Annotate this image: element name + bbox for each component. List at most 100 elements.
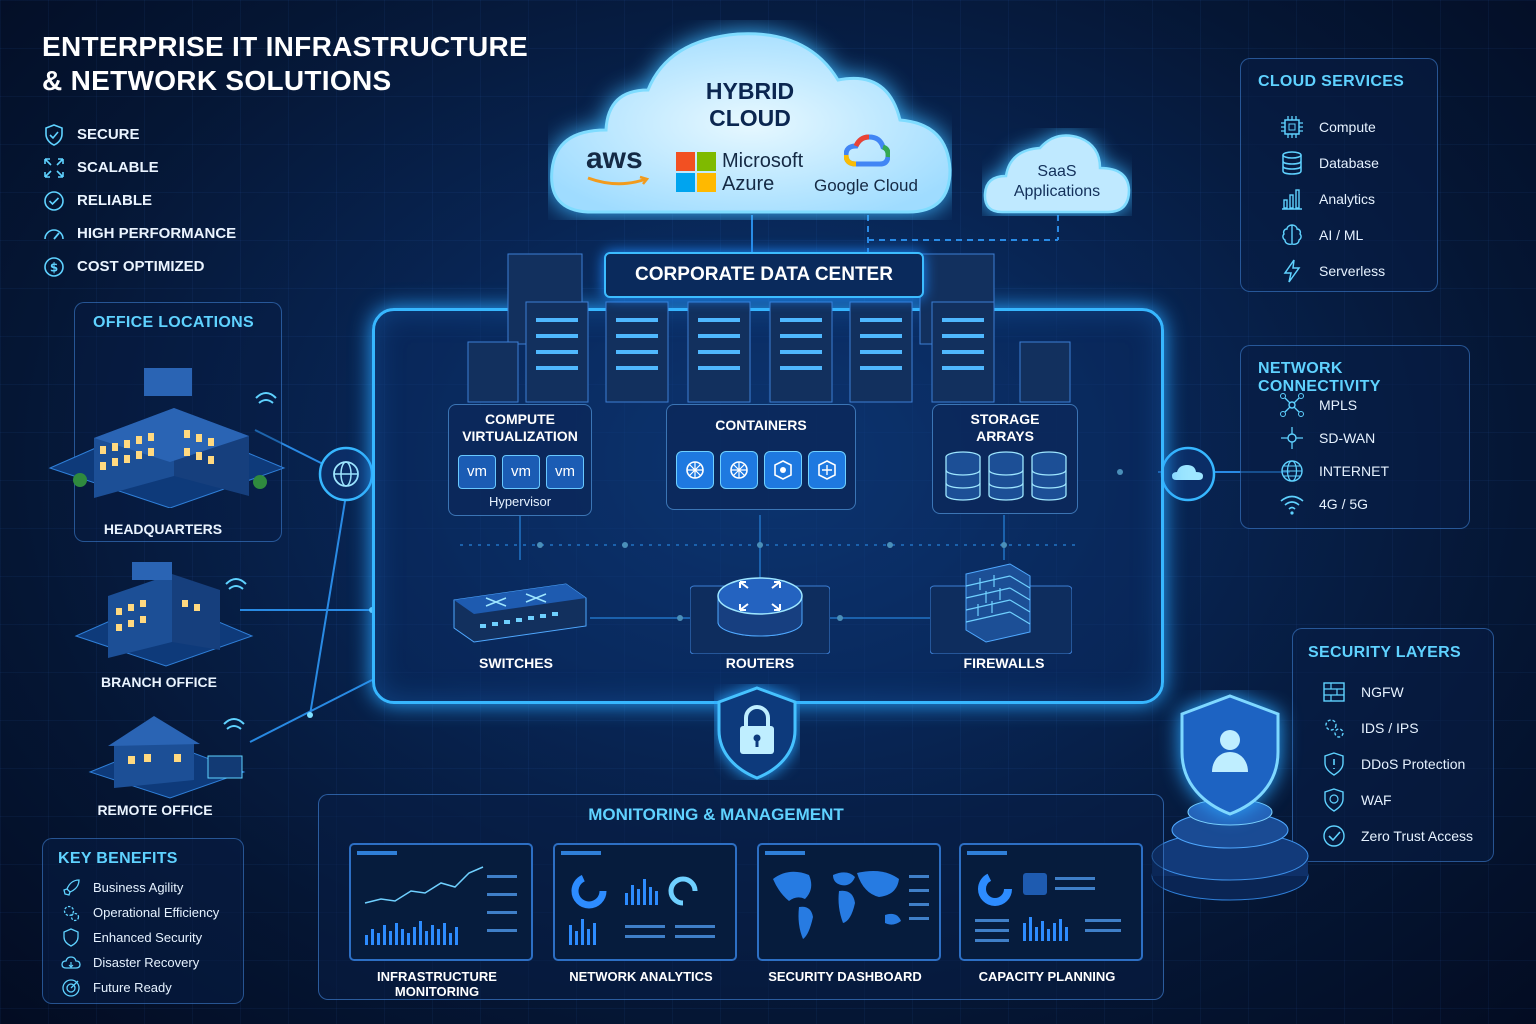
benefit-label: Future Ready — [93, 980, 172, 995]
compute-title-line1: COMPUTE — [485, 411, 555, 427]
benefit-item: Business Agility — [61, 875, 219, 900]
connectivity-item: MPLS — [1279, 388, 1389, 421]
web-shield-icon — [1324, 788, 1344, 812]
office-locations-title: OFFICE LOCATIONS — [93, 314, 254, 331]
connectivity-label: 4G / 5G — [1319, 495, 1369, 512]
shield-icon — [1324, 752, 1344, 776]
sd-wan-icon — [1281, 426, 1303, 449]
router-icon — [690, 577, 830, 654]
lightning-icon — [1283, 259, 1301, 283]
globe-hub-icon — [318, 446, 374, 502]
kubernetes-icon — [676, 451, 714, 489]
connectivity-label: SD-WAN — [1319, 429, 1376, 446]
security-layers-title: SECURITY LAYERS — [1308, 644, 1461, 661]
cpu-chip-icon — [1281, 116, 1303, 138]
security-label: NGFW — [1361, 684, 1404, 700]
monitoring-management-panel: MONITORING & MANAGEMENT — [318, 794, 1164, 1000]
security-layers-panel: SECURITY LAYERS NGFW IDS / IPS DDoS Prot… — [1292, 628, 1494, 862]
connectivity-item: 4G / 5G — [1279, 487, 1389, 520]
connectivity-item: INTERNET — [1279, 454, 1389, 487]
key-benefits-panel: KEY BENEFITS Business Agility Operationa… — [42, 838, 244, 1004]
kubernetes-icon — [808, 451, 846, 489]
database-icon — [1282, 151, 1302, 175]
network-connectivity-panel: NETWORK CONNECTIVITY MPLS SD-WAN INTERNE… — [1240, 345, 1470, 529]
routers-label: ROUTERS — [725, 655, 795, 671]
cloud-service-label: Database — [1319, 155, 1379, 171]
saas-label: SaaS Applications — [982, 162, 1132, 202]
google-cloud-logo-icon — [844, 134, 890, 167]
azure-logo — [676, 152, 716, 197]
compute-virtualization-title: COMPUTE VIRTUALIZATION — [449, 411, 591, 445]
headquarters-label: HEADQUARTERS — [103, 521, 223, 537]
security-label: WAF — [1361, 792, 1392, 808]
vm-tile: vm — [546, 455, 584, 489]
feature-label: COST OPTIMIZED — [77, 258, 205, 275]
globe-icon — [1281, 459, 1303, 482]
title-line-1: ENTERPRISE IT INFRASTRUCTURE — [42, 31, 528, 62]
hybrid-cloud-title-line2: CLOUD — [709, 105, 791, 131]
user-security-shield-icon — [1151, 694, 1309, 901]
feature-label: HIGH PERFORMANCE — [77, 225, 237, 242]
firewalls-label: FIREWALLS — [963, 655, 1045, 671]
firewall-icon — [930, 563, 1072, 654]
cloud-shape-icon — [550, 32, 952, 214]
azure-line2: Azure — [722, 173, 775, 195]
branch-office-building-icon — [74, 562, 254, 667]
hybrid-cloud: HYBRID CLOUD aws Microsoft Azure Google … — [548, 20, 952, 220]
storage-title-line2: ARRAYS — [976, 428, 1034, 444]
network-connectivity-list: MPLS SD-WAN INTERNET 4G / 5G — [1279, 388, 1389, 520]
target-check-icon — [1323, 825, 1345, 847]
cloud-service-item: Analytics — [1279, 181, 1385, 217]
expand-arrows-icon — [44, 157, 64, 178]
benefit-label: Disaster Recovery — [93, 955, 200, 970]
feature-label: SECURE — [77, 126, 140, 143]
feature-secure: SECURE — [42, 118, 236, 151]
connectivity-item: SD-WAN — [1279, 421, 1389, 454]
storage-arrays-title: STORAGE ARRAYS — [933, 411, 1077, 445]
network-analytics-screen[interactable] — [553, 843, 737, 961]
cloud-hub-icon — [1160, 446, 1216, 502]
cloud-services-title: CLOUD SERVICES — [1258, 73, 1405, 90]
feature-list: SECURE SCALABLE RELIABLE HIGH PERFORMANC… — [42, 118, 236, 283]
saas-line2: Applications — [1013, 183, 1101, 200]
security-item: NGFW — [1321, 674, 1473, 710]
network-connectivity-title: NETWORK CONNECTIVITY — [1258, 360, 1381, 395]
capacity-planning-screen[interactable] — [959, 843, 1143, 961]
cloud-services-panel: CLOUD SERVICES Compute Database Analytic… — [1240, 58, 1438, 292]
security-item: DDoS Protection — [1321, 746, 1473, 782]
switch-icon — [453, 583, 587, 643]
title-line-2: & NETWORK SOLUTIONS — [42, 65, 392, 96]
benefit-item: Enhanced Security — [61, 925, 219, 950]
cloud-service-item: AI / ML — [1279, 217, 1385, 253]
security-item: WAF — [1321, 782, 1473, 818]
rocket-icon — [63, 878, 80, 896]
hypervisor-label: Hypervisor — [488, 494, 552, 509]
security-item: Zero Trust Access — [1321, 818, 1473, 854]
remote-office-house-icon — [88, 716, 246, 799]
compute-title-line2: VIRTUALIZATION — [462, 428, 578, 444]
aws-smile-icon — [587, 175, 650, 186]
branch-office-label: BRANCH OFFICE — [101, 674, 217, 690]
capacity-planning-label: CAPACITY PLANNING — [978, 969, 1116, 984]
benefit-label: Enhanced Security — [93, 930, 203, 945]
infrastructure-monitoring-screen[interactable] — [349, 843, 533, 961]
aws-logo: aws — [586, 144, 650, 192]
benefit-label: Business Agility — [93, 880, 184, 895]
containers-box: CONTAINERS — [666, 404, 856, 510]
hybrid-cloud-title: HYBRID CLOUD — [548, 78, 952, 132]
benefit-label: Operational Efficiency — [93, 905, 220, 920]
kubernetes-icon — [720, 451, 758, 489]
gears-icon — [63, 905, 80, 921]
firewall-grid-icon — [1323, 682, 1345, 702]
cloud-service-item: Database — [1279, 145, 1385, 181]
cloud-service-label: AI / ML — [1319, 227, 1364, 243]
data-center-title: CORPORATE DATA CENTER — [604, 252, 924, 298]
hybrid-cloud-title-line1: HYBRID — [705, 78, 795, 104]
feature-label: RELIABLE — [77, 192, 152, 209]
cloud-recovery-icon — [61, 955, 81, 969]
saas-cloud: SaaS Applications — [982, 128, 1132, 216]
security-dashboard-screen[interactable] — [757, 843, 941, 961]
feature-scalable: SCALABLE — [42, 151, 236, 184]
gears-icon — [1325, 719, 1344, 738]
